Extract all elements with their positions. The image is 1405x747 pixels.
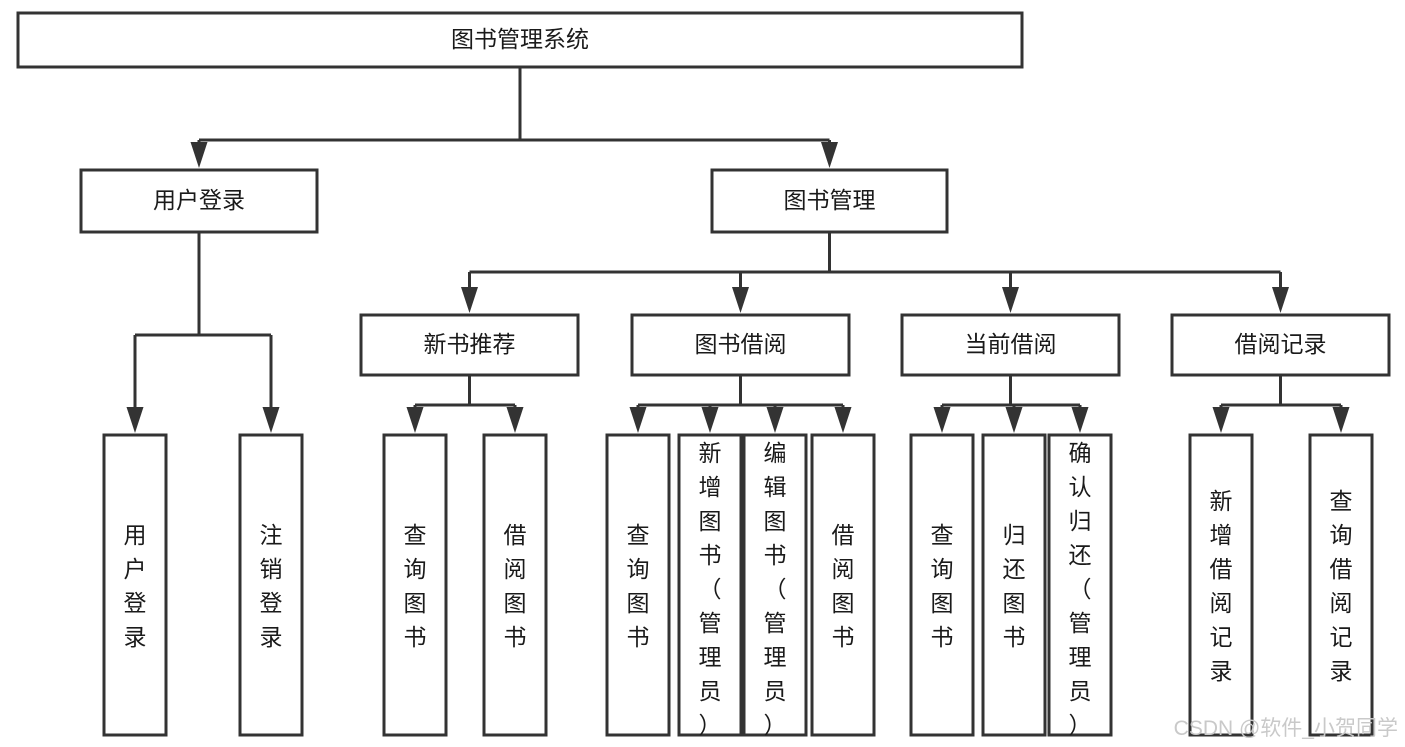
leaf-node-11[interactable]: 新增借阅记录 (1188, 433, 1254, 737)
level2-node-0-label: 用户登录 (153, 187, 245, 213)
level3-3-to-leaves-branch-0-head (1212, 407, 1230, 433)
level2-node-0[interactable]: 用户登录 (79, 168, 319, 234)
root-to-level2-branch-1-head (821, 142, 838, 168)
level2-node-1-label: 图书管理 (784, 187, 876, 213)
level2-node-0-box (79, 168, 319, 234)
leaf-node-3-box (482, 433, 548, 737)
book-mgmt-to-level3-branch-2-head (1002, 287, 1019, 313)
leaf-node-3-label: 借阅图书 (504, 522, 527, 650)
level3-2-to-leaves-branch-2-head (1071, 407, 1089, 433)
leaf-node-2-box (382, 433, 448, 737)
level3-1-to-leaves-branch-1-head (701, 407, 719, 433)
leaf-node-0-label: 用户登录 (124, 522, 147, 650)
leaf-node-5[interactable]: 新增图书（管理员） (677, 433, 743, 738)
leaf-node-7-box (810, 433, 876, 737)
leaf-node-8-label: 查询图书 (931, 522, 954, 650)
leaf-node-6-label: 编辑图书（管理员） (764, 440, 787, 738)
leaf-node-5-box (677, 433, 743, 737)
level3-1-to-leaves-branch-3-head (834, 407, 852, 433)
level3-node-2-box (900, 313, 1121, 377)
leaf-node-8-box (909, 433, 975, 737)
level3-node-3-box (1170, 313, 1391, 377)
leaf-node-1[interactable]: 注销登录 (238, 433, 304, 737)
leaf-node-4-box (605, 433, 671, 737)
level3-0-to-leaves-branch-0-head (406, 407, 424, 433)
level2-node-1-box (710, 168, 949, 234)
node-layer: 图书管理系统用户登录图书管理新书推荐图书借阅当前借阅借阅记录用户登录注销登录查询… (16, 11, 1391, 738)
level3-node-1-label: 图书借阅 (695, 331, 787, 357)
leaf-node-11-label: 新增借阅记录 (1210, 488, 1233, 684)
book-mgmt-to-level3-branch-3-head (1272, 287, 1289, 313)
leaf-node-12-box (1308, 433, 1374, 737)
level3-node-2[interactable]: 当前借阅 (900, 313, 1121, 377)
csdn-watermark: CSDN @软件_小贺同学 (1174, 717, 1398, 740)
connector-layer (126, 67, 1350, 433)
leaf-node-3[interactable]: 借阅图书 (482, 433, 548, 737)
level3-node-3[interactable]: 借阅记录 (1170, 313, 1391, 377)
leaf-node-8[interactable]: 查询图书 (909, 433, 975, 737)
level3-0-to-leaves-branch-1-head (506, 407, 524, 433)
leaf-node-5-label: 新增图书（管理员） (699, 440, 722, 738)
leaf-node-1-box (238, 433, 304, 737)
leaf-node-10[interactable]: 确认归还（管理员） (1047, 433, 1113, 738)
leaf-node-0[interactable]: 用户登录 (102, 433, 168, 737)
level3-3-to-leaves-branch-1-head (1332, 407, 1350, 433)
leaf-node-9-label: 归还图书 (1003, 522, 1026, 650)
leaf-node-10-label: 确认归还（管理员） (1069, 440, 1092, 738)
leaf-node-9[interactable]: 归还图书 (981, 433, 1047, 737)
leaf-node-7-label: 借阅图书 (832, 522, 855, 650)
level3-1-to-leaves-branch-0-head (629, 407, 647, 433)
user-login-to-leaves-branch-0-head (126, 407, 144, 433)
level3-node-3-label: 借阅记录 (1235, 331, 1327, 357)
leaf-node-2[interactable]: 查询图书 (382, 433, 448, 737)
root-to-level2-branch-0-head (190, 142, 208, 168)
root-node-book-management-system-box (16, 11, 1024, 69)
leaf-node-12[interactable]: 查询借阅记录 (1308, 433, 1374, 737)
level3-1-to-leaves-branch-2-head (766, 407, 784, 433)
leaf-node-1-label: 注销登录 (260, 522, 283, 650)
book-mgmt-to-level3-branch-0-head (461, 287, 478, 313)
level3-node-1-box (630, 313, 851, 377)
leaf-node-4-label: 查询图书 (627, 522, 650, 650)
level3-node-2-label: 当前借阅 (965, 331, 1057, 357)
leaf-node-2-label: 查询图书 (404, 522, 427, 650)
level3-2-to-leaves-branch-0-head (933, 407, 951, 433)
leaf-node-6[interactable]: 编辑图书（管理员） (742, 433, 808, 738)
leaf-node-6-box (742, 433, 808, 737)
leaf-node-11-box (1188, 433, 1254, 737)
leaf-node-12-label: 查询借阅记录 (1330, 488, 1353, 684)
user-login-to-leaves-branch-1-head (262, 407, 280, 433)
root-node-book-management-system[interactable]: 图书管理系统 (16, 11, 1024, 69)
level3-node-0-box (359, 313, 580, 377)
level2-node-1[interactable]: 图书管理 (710, 168, 949, 234)
leaf-node-4[interactable]: 查询图书 (605, 433, 671, 737)
level3-node-0[interactable]: 新书推荐 (359, 313, 580, 377)
level3-2-to-leaves-branch-1-head (1005, 407, 1023, 433)
level3-node-0-label: 新书推荐 (424, 331, 516, 357)
leaf-node-7[interactable]: 借阅图书 (810, 433, 876, 737)
leaf-node-9-box (981, 433, 1047, 737)
leaf-node-10-box (1047, 433, 1113, 737)
book-mgmt-to-level3-branch-1-head (732, 287, 749, 313)
leaf-node-0-box (102, 433, 168, 737)
root-node-book-management-system-label: 图书管理系统 (451, 26, 589, 52)
level3-node-1[interactable]: 图书借阅 (630, 313, 851, 377)
